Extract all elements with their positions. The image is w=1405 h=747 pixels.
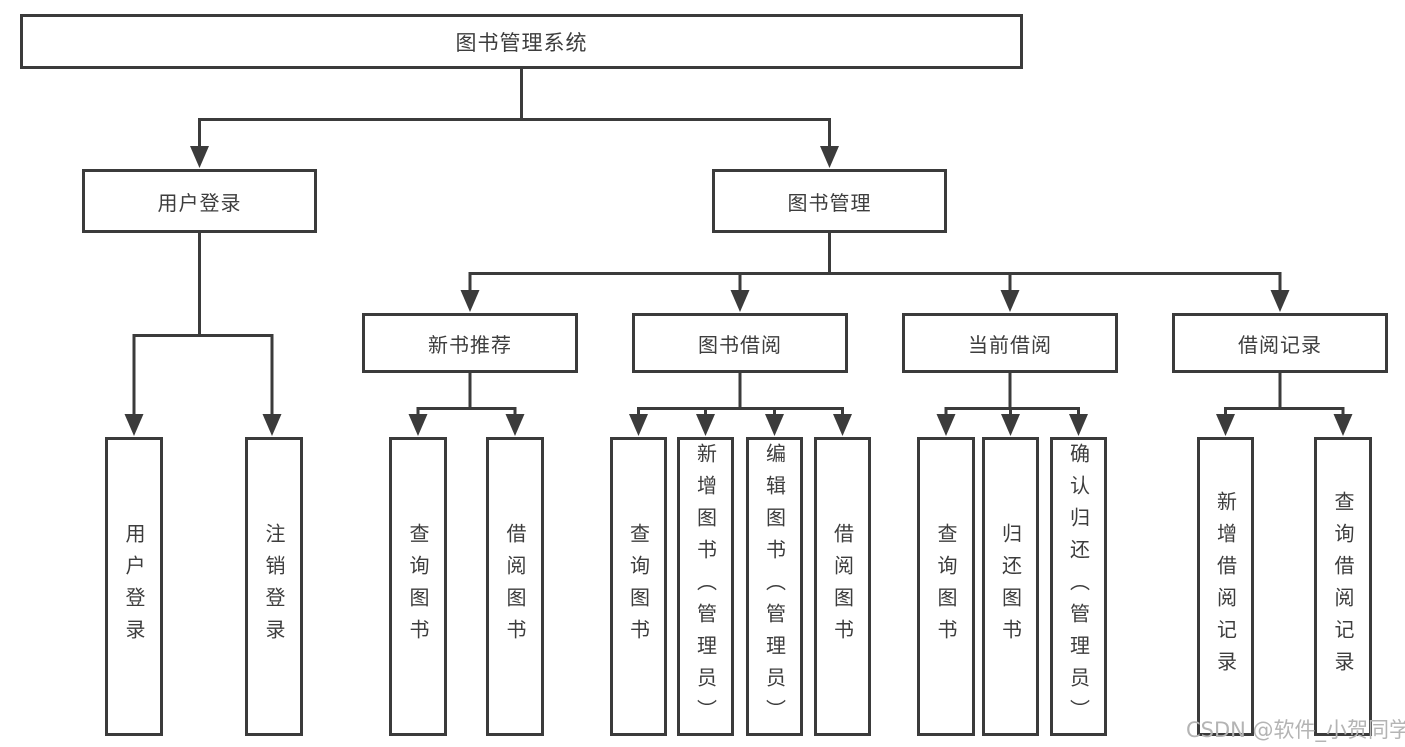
leaf-borrow-books-recommend: 借阅图书 [486, 437, 544, 736]
arrow-icon [1001, 414, 1020, 436]
arrow-icon [820, 146, 839, 168]
leaf-add-borrow-record: 新增借阅记录 [1197, 437, 1254, 736]
leaf-confirm-return-admin: 确认归还（管理员） [1050, 437, 1107, 736]
leaf-label: 借阅图书 [503, 522, 527, 651]
leaf-label: 借阅图书 [830, 522, 855, 651]
leaf-query-books-borrowing: 查询图书 [610, 437, 667, 736]
node-borrow-records: 借阅记录 [1172, 313, 1388, 373]
arrow-icon [629, 414, 648, 436]
arrow-icon [936, 414, 956, 436]
connector-level2-bracket [198, 118, 831, 148]
connector-current-bracket [944, 373, 1080, 418]
leaf-query-borrow-record: 查询借阅记录 [1314, 437, 1372, 736]
arrow-icon [505, 414, 525, 436]
leaf-label: 注销登录 [262, 522, 286, 651]
arrow-icon [124, 414, 144, 436]
leaf-user-login: 用户登录 [105, 437, 163, 736]
node-user-login: 用户登录 [82, 169, 317, 233]
leaf-add-books-admin: 新增图书（管理员） [677, 437, 734, 736]
leaf-label: 查询图书 [406, 522, 430, 651]
leaf-label: 查询图书 [934, 522, 958, 651]
leaf-label: 归还图书 [998, 522, 1023, 651]
arrow-icon [765, 414, 784, 436]
node-current-borrowing: 当前借阅 [902, 313, 1118, 373]
leaf-label: 用户登录 [122, 522, 146, 651]
leaf-label: 新增图书（管理员） [693, 442, 718, 731]
node-book-borrowing: 图书借阅 [632, 313, 848, 373]
arrow-icon [460, 290, 480, 312]
leaf-edit-books-admin: 编辑图书（管理员） [746, 437, 803, 736]
arrow-icon [1216, 414, 1235, 436]
leaf-borrow-books: 借阅图书 [814, 437, 871, 736]
arrow-icon [262, 414, 282, 436]
arrow-icon [1270, 290, 1290, 312]
leaf-label: 新增借阅记录 [1213, 490, 1238, 683]
leaf-label: 查询借阅记录 [1331, 490, 1355, 683]
arrow-icon [1000, 290, 1020, 312]
arrow-icon [833, 414, 852, 436]
leaf-label: 编辑图书（管理员） [762, 442, 787, 731]
arrow-icon [696, 414, 715, 436]
arrowheads [124, 146, 1353, 436]
connector-borrow-bracket [637, 373, 844, 418]
arrow-icon [730, 290, 750, 312]
arrow-icon [408, 414, 428, 436]
leaf-logout: 注销登录 [245, 437, 303, 736]
arrow-icon [190, 146, 209, 168]
arrow-icon [1333, 414, 1353, 436]
node-library-management-system: 图书管理系统 [20, 14, 1023, 69]
connector-record-bracket [1224, 373, 1345, 418]
leaf-label: 查询图书 [626, 522, 651, 651]
leaf-label: 确认归还（管理员） [1066, 442, 1091, 731]
node-new-book-recommend: 新书推荐 [362, 313, 578, 373]
connector-login-bracket [132, 334, 274, 418]
csdn-watermark: CSDN @软件_小贺同学 [1186, 718, 1405, 742]
node-book-management: 图书管理 [712, 169, 947, 233]
connector-newbook-bracket [416, 373, 517, 418]
leaf-return-books: 归还图书 [982, 437, 1039, 736]
connector-level3-bracket [468, 272, 1282, 293]
arrow-icon [1069, 414, 1088, 436]
leaf-query-books-recommend: 查询图书 [389, 437, 447, 736]
leaf-query-books-current: 查询图书 [917, 437, 975, 736]
